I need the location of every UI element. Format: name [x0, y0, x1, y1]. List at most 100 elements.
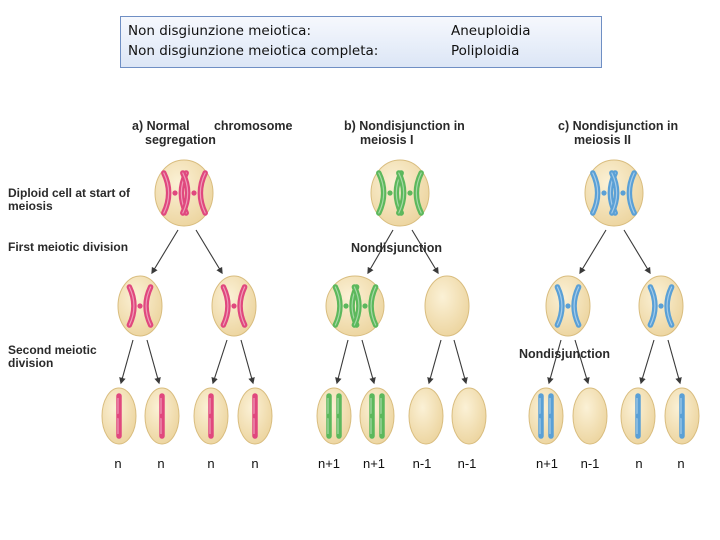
gamete-label: n — [114, 456, 122, 471]
gamete-label: n+1 — [362, 456, 386, 471]
x-chromosome — [647, 284, 675, 328]
panel-c-header: c) Nondisjunction in meiosis II — [558, 119, 678, 147]
gamete-cell — [408, 387, 444, 445]
gamete-label: n — [207, 456, 215, 471]
chromatid-rod — [679, 393, 685, 439]
panel-c-header-line1: c) Nondisjunction in — [558, 119, 679, 133]
arrow — [240, 339, 255, 385]
centromere — [635, 413, 641, 419]
chromatid — [332, 284, 343, 328]
chromatid — [220, 284, 231, 328]
gamete-cell — [620, 387, 656, 445]
arrow — [411, 229, 439, 275]
arrow — [547, 339, 562, 385]
arrow — [667, 339, 682, 385]
gamete-cell — [359, 387, 395, 445]
panel-a-header-line2: segregation — [145, 133, 216, 147]
chromatid-rod — [538, 393, 544, 439]
chromatid-highlight — [353, 286, 360, 326]
gamete-cell — [193, 387, 229, 445]
cell-membrane — [370, 159, 430, 227]
gamete-label: n — [677, 456, 685, 471]
cell-b1 — [325, 275, 385, 337]
chromatid-highlight — [239, 286, 246, 326]
arrow — [195, 229, 223, 275]
centromere — [137, 303, 143, 309]
chromatid — [197, 170, 208, 216]
chromatid-rod — [252, 393, 258, 439]
centromere — [548, 413, 554, 419]
chromatid — [664, 284, 675, 328]
gamete-label: n+1 — [535, 456, 559, 471]
row-label-first-division: First meiotic division — [8, 240, 129, 254]
chromatid-highlight — [145, 286, 152, 326]
centromere — [159, 413, 165, 419]
arrow — [427, 339, 442, 385]
chromatid-highlight — [628, 172, 635, 214]
gamete-label: n-1 — [457, 456, 477, 471]
chromatid-rod — [116, 393, 122, 439]
row-label-diploid: Diploid cell at start of meiosis — [8, 187, 130, 213]
gamete-cell — [572, 387, 608, 445]
chromatid-highlight — [199, 172, 206, 214]
gamete-label: n — [251, 456, 259, 471]
chromatid-rod — [159, 393, 165, 439]
row-label-second-division: Second meiotic division — [8, 344, 97, 370]
centromere — [565, 303, 571, 309]
gamete-cell — [316, 387, 352, 445]
chromatid-highlight — [128, 286, 135, 326]
x-chromosome — [180, 170, 208, 216]
arrow — [579, 229, 607, 275]
x-chromosome — [554, 284, 582, 328]
centromere — [343, 303, 349, 309]
gamete-label: n+1 — [317, 456, 341, 471]
row-label-diploid-line2: meiosis — [8, 199, 53, 213]
chromatid-highlight — [222, 286, 229, 326]
cell-membrane — [572, 387, 608, 445]
chromatid-highlight — [370, 286, 377, 326]
gamete-cell — [451, 387, 487, 445]
gamete-label: n — [157, 456, 165, 471]
gamete-label: n-1 — [412, 456, 432, 471]
chromatid — [368, 284, 379, 328]
cell-a2 — [211, 275, 257, 337]
panel-b-header-line2: meiosis I — [360, 133, 414, 147]
chromatid-highlight — [398, 172, 405, 214]
centromere — [658, 303, 664, 309]
gamete-cell — [528, 387, 564, 445]
cell-c2 — [638, 275, 684, 337]
info-left-line1: Non disgiunzione meiotica: — [128, 23, 311, 39]
cell-membrane — [359, 387, 395, 445]
arrow — [367, 229, 394, 275]
chromatid-rod — [635, 393, 641, 439]
chromatid-highlight — [334, 286, 341, 326]
chromatid — [413, 170, 424, 216]
row-label-second-line1: Second meiotic — [8, 343, 97, 357]
chromatid-highlight — [415, 172, 422, 214]
chromatid — [126, 284, 137, 328]
centromere — [601, 190, 607, 196]
chromatid-highlight — [573, 286, 580, 326]
info-right-line2: Poliploidia — [451, 43, 520, 59]
chromatid-rod — [208, 393, 214, 439]
x-chromosome — [396, 170, 424, 216]
row-label-diploid-line1: Diploid cell at start of — [8, 186, 131, 200]
chromatid-highlight — [378, 172, 385, 214]
gamete-cell — [237, 387, 273, 445]
chromatid — [590, 170, 601, 216]
cell-membrane — [325, 275, 385, 337]
chromatid — [626, 170, 637, 216]
centromere — [620, 190, 626, 196]
arrow — [151, 229, 179, 275]
centromere — [208, 413, 214, 419]
chromatid — [180, 170, 191, 216]
centromere — [362, 303, 368, 309]
arrow — [211, 339, 228, 385]
centromere — [191, 190, 197, 196]
centromere — [326, 413, 332, 419]
nondisjunction-label-b: Nondisjunction — [351, 241, 442, 255]
panel-b-header-line1: b) Nondisjunction in — [344, 119, 465, 133]
info-right-line1: Aneuploidia — [451, 23, 531, 39]
arrow — [335, 339, 349, 385]
row-label-second-line2: division — [8, 356, 54, 370]
